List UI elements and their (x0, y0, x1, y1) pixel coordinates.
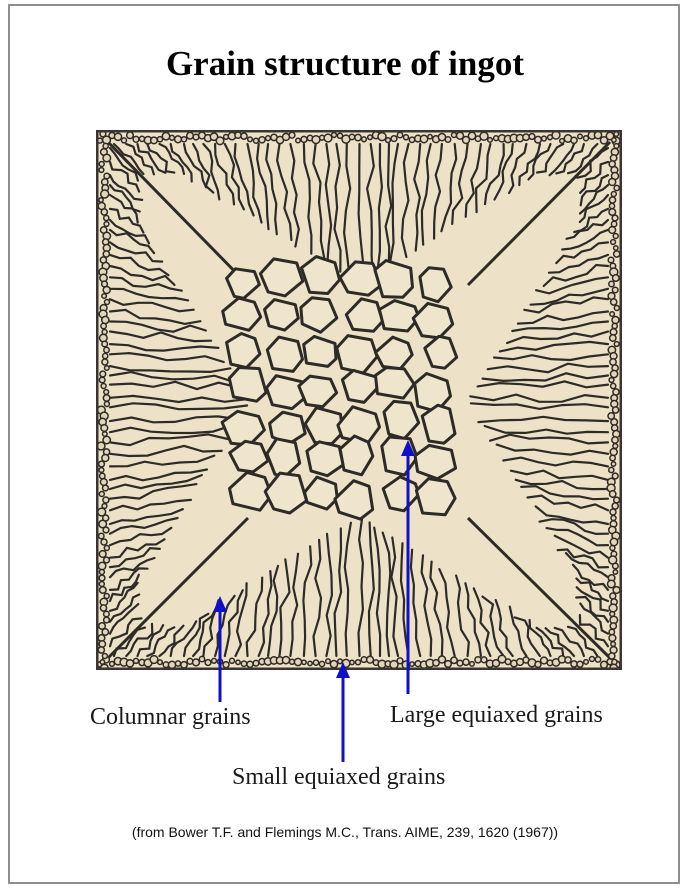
label-small-equiaxed-grains: Small equiaxed grains (232, 764, 445, 791)
label-large-equiaxed-grains: Large equiaxed grains (390, 702, 603, 729)
arrow-small-equiaxed (336, 662, 350, 762)
arrow-columnar (213, 596, 227, 702)
label-columnar-grains: Columnar grains (90, 704, 251, 731)
source-citation: (from Bower T.F. and Flemings M.C., Tran… (0, 824, 690, 840)
arrow-large-equiaxed (401, 440, 415, 694)
